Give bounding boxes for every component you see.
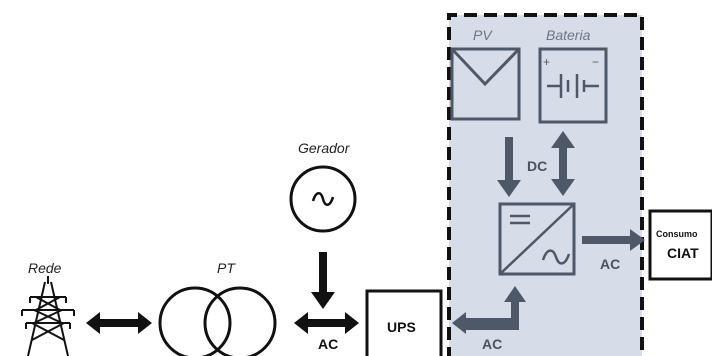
pv-panel-icon [450, 47, 521, 121]
ups-inverter-arrow [452, 286, 526, 334]
generator-icon [289, 165, 357, 233]
pv-label: PV [473, 27, 493, 43]
ups-label: UPS [387, 319, 416, 335]
bateria-label: Bateria [546, 27, 591, 43]
pt-label: PT [217, 260, 236, 276]
gerador-label: Gerador [298, 140, 351, 156]
ac-right-label: AC [600, 256, 620, 272]
ac-left-label: AC [318, 336, 338, 352]
inverter-icon [498, 202, 576, 276]
transformer-icon [158, 286, 277, 356]
inverter-consumo-arrow [582, 229, 645, 251]
ciat-label: CIAT [667, 245, 699, 261]
ups-box [365, 289, 443, 356]
dc-label: DC [527, 158, 547, 174]
battery-minus-sign: − [592, 55, 599, 69]
rede-pt-double-arrow [86, 312, 152, 334]
rede-label: Rede [28, 260, 62, 276]
battery-plus-sign: + [543, 55, 550, 69]
consumo-label: Consumo [656, 229, 698, 239]
battery-double-arrow [551, 131, 575, 196]
pv-battery-panel-border [447, 13, 644, 356]
consumo-box [648, 209, 712, 281]
generator-down-arrow [311, 252, 335, 309]
pt-ups-double-arrow [294, 312, 359, 334]
ac-bottom-label: AC [482, 336, 502, 352]
transmission-tower-icon [21, 276, 75, 356]
pv-down-arrow [497, 137, 521, 197]
battery-icon [538, 47, 608, 124]
